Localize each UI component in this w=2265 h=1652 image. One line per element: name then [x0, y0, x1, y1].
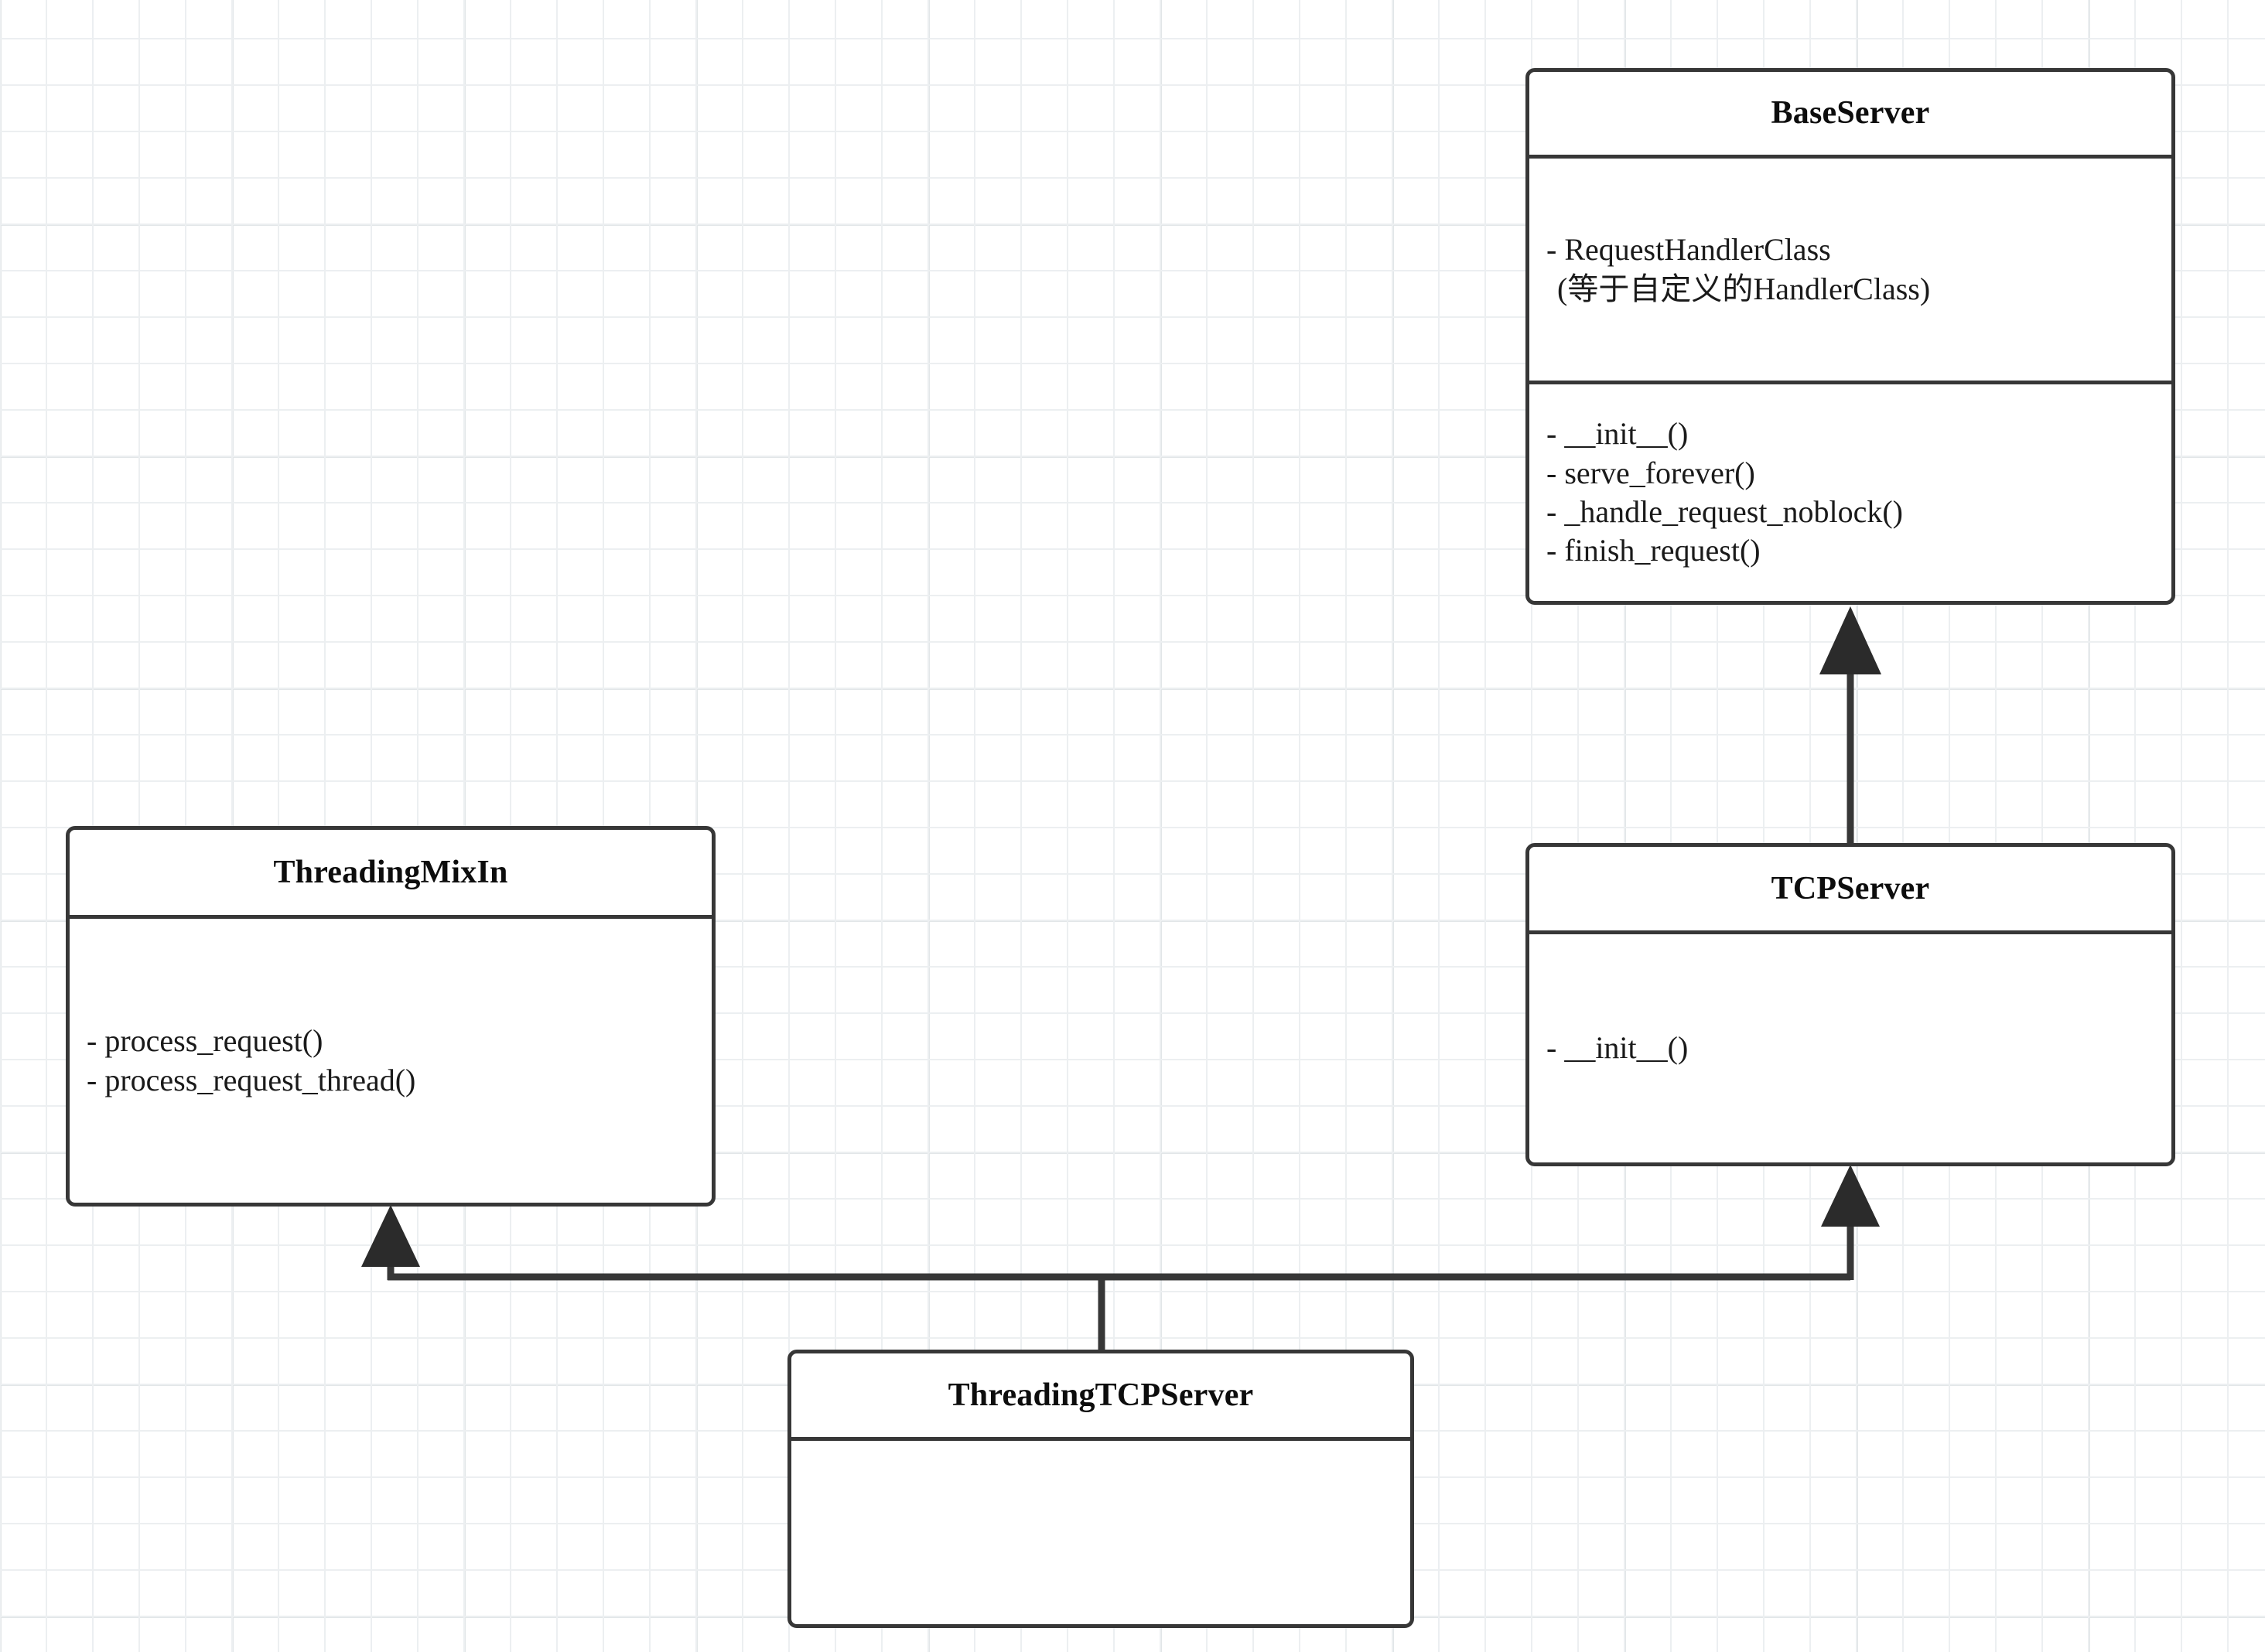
methods-compartment-threadingmixin: - process_request() - process_request_th…	[70, 919, 712, 1203]
class-name-threadingmixin: ThreadingMixIn	[273, 854, 508, 890]
attribute-text: - RequestHandlerClass	[1546, 232, 1831, 268]
class-name-tcpserver: TCPServer	[1771, 870, 1930, 906]
class-box-baseserver[interactable]: BaseServer - RequestHandlerClass (等于自定义的…	[1525, 68, 2175, 605]
class-box-threadingtcpserver[interactable]: ThreadingTCPServer	[787, 1350, 1414, 1628]
class-title-band-threadingmixin: ThreadingMixIn	[70, 830, 712, 919]
class-name-threadingtcpserver: ThreadingTCPServer	[948, 1377, 1254, 1413]
attribute-continuation-text: (等于自定义的HandlerClass)	[1557, 271, 1931, 306]
class-title-band-threadingtcpserver: ThreadingTCPServer	[791, 1353, 1410, 1441]
class-box-threadingmixin[interactable]: ThreadingMixIn - process_request() - pro…	[66, 826, 716, 1207]
method-item: - __init__()	[1546, 1030, 1689, 1066]
attribute-item: - RequestHandlerClass (等于自定义的HandlerClas…	[1546, 230, 2154, 309]
class-title-band-tcpserver: TCPServer	[1529, 847, 2171, 934]
method-item: - process_request()	[87, 1023, 323, 1059]
attributes-compartment-baseserver: - RequestHandlerClass (等于自定义的HandlerClas…	[1529, 159, 2171, 384]
class-title-band-baseserver: BaseServer	[1529, 72, 2171, 159]
class-box-tcpserver[interactable]: TCPServer - __init__()	[1525, 843, 2175, 1166]
method-item: - finish_request()	[1546, 533, 1761, 568]
method-item: - process_request_thread()	[87, 1062, 416, 1097]
class-name-baseserver: BaseServer	[1771, 95, 1930, 131]
method-item: - _handle_request_noblock()	[1546, 494, 1903, 529]
method-item: - __init__()	[1546, 416, 1689, 452]
methods-compartment-baseserver: - __init__() - serve_forever() - _handle…	[1529, 384, 2171, 601]
methods-compartment-tcpserver: - __init__()	[1529, 934, 2171, 1162]
methods-compartment-threadingtcpserver	[791, 1441, 1410, 1624]
method-item: - serve_forever()	[1546, 455, 1755, 490]
